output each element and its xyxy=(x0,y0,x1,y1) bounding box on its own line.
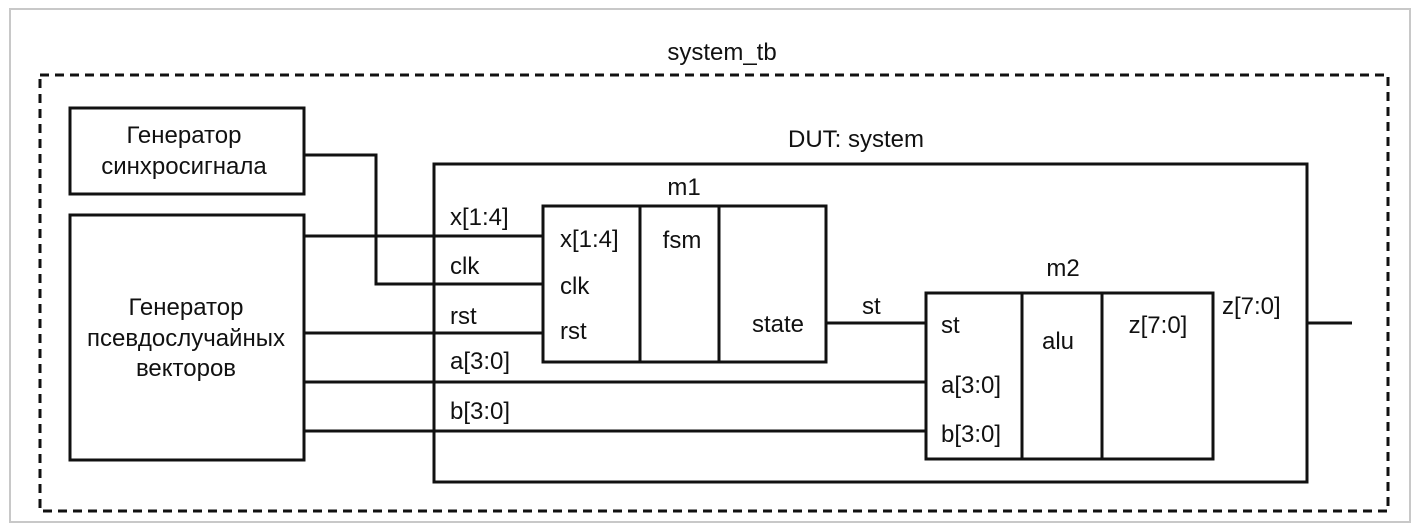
clock-generator-line1: Генератор xyxy=(127,122,242,149)
wire-rst-label: rst xyxy=(450,303,477,330)
module-m2: m2 st a[3:0] b[3:0] alu z[7:0] xyxy=(924,255,1215,461)
m1-core: fsm xyxy=(663,227,702,254)
wire-a-label: a[3:0] xyxy=(450,348,510,375)
vector-generator-line3: векторов xyxy=(136,355,236,382)
wire-b-label: b[3:0] xyxy=(450,398,510,425)
testbench-label: system_tb xyxy=(667,39,776,66)
m2-body xyxy=(924,291,1215,461)
vector-generator-line1: Генератор xyxy=(129,294,244,321)
m2-port-st: st xyxy=(941,312,960,339)
dut-label: DUT: system xyxy=(788,126,924,153)
m2-port-b: b[3:0] xyxy=(941,421,1001,448)
wire-z-label: z[7:0] xyxy=(1222,293,1281,320)
vector-generator-block xyxy=(68,213,306,462)
m2-port-a: a[3:0] xyxy=(941,372,1001,399)
module-m1: m1 x[1:4] clk rst fsm state xyxy=(541,174,828,364)
m1-port-rst: rst xyxy=(560,318,587,345)
m1-port-x: x[1:4] xyxy=(560,226,619,253)
vector-generator-line2: псевдослучайных xyxy=(87,325,285,352)
wire-clk xyxy=(304,153,543,286)
m1-port-state: state xyxy=(752,311,804,338)
m1-port-clk: clk xyxy=(560,273,590,300)
m2-core: alu xyxy=(1042,328,1074,355)
m1-name: m1 xyxy=(667,174,700,201)
testbench-boundary xyxy=(38,73,1390,513)
clock-generator-line2: синхросигнала xyxy=(101,153,267,180)
wire-x-label: x[1:4] xyxy=(450,204,509,231)
wire-clk-label: clk xyxy=(450,253,480,280)
m2-name: m2 xyxy=(1046,255,1079,282)
m2-port-z: z[7:0] xyxy=(1129,312,1188,339)
m1-body xyxy=(541,204,828,364)
clock-generator-block xyxy=(68,106,306,196)
wire-st-label: st xyxy=(862,293,881,320)
